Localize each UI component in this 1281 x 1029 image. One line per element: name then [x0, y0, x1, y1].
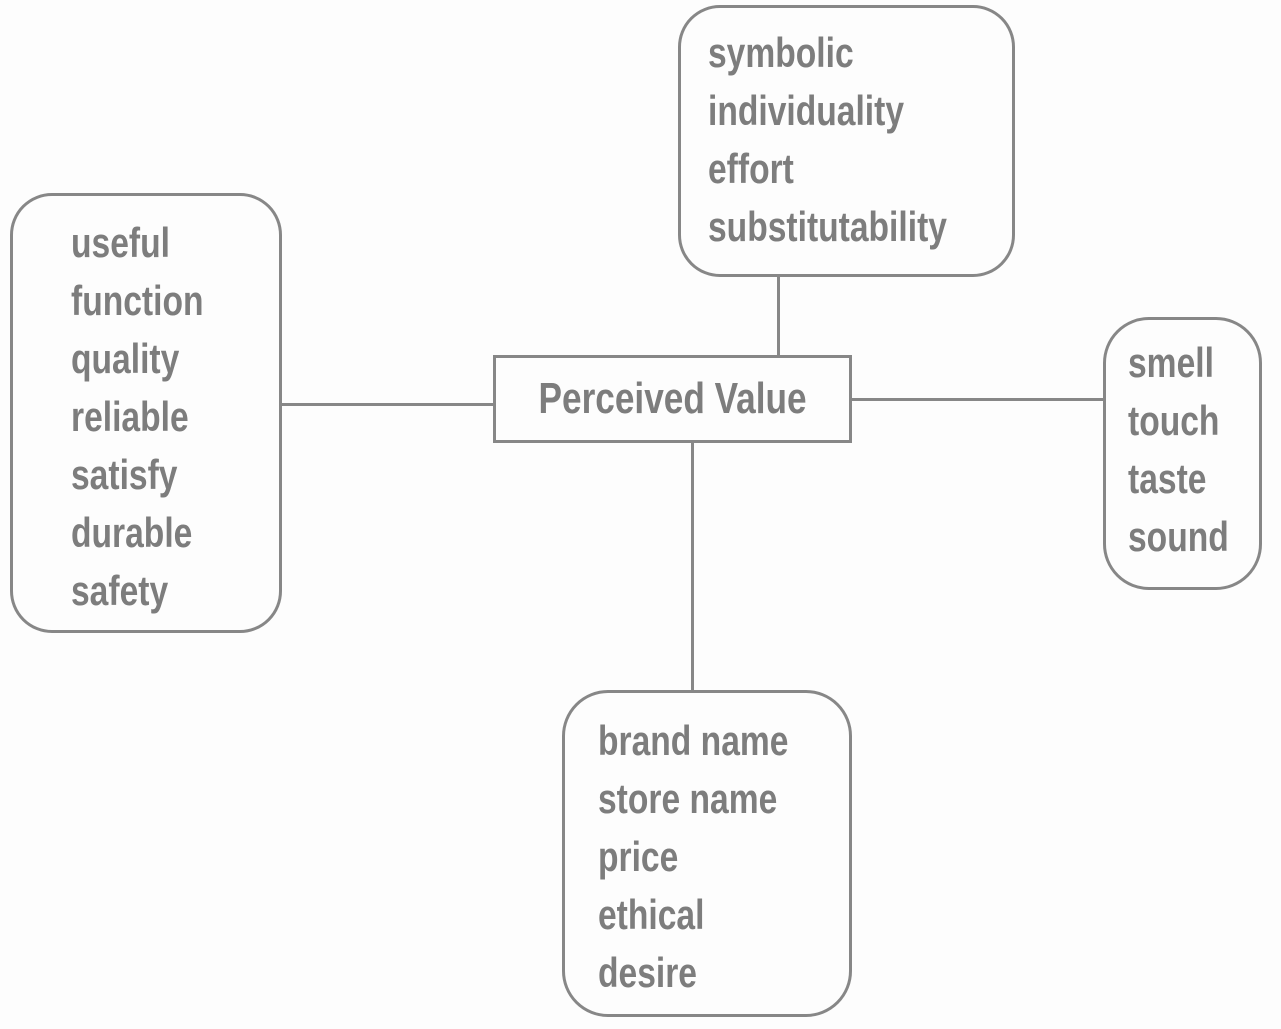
node-item: reliable [71, 393, 189, 440]
connector-top [777, 277, 780, 355]
node-item: durable [71, 509, 193, 556]
node-item: effort [708, 145, 794, 192]
node-item: substitutability [708, 203, 947, 250]
node-right-sensory: smell touch taste sound [1103, 317, 1262, 590]
node-item: function [71, 277, 204, 324]
node-item: quality [71, 335, 180, 382]
node-item: symbolic [708, 29, 854, 76]
node-bottom-brand: brand name store name price ethical desi… [562, 690, 852, 1017]
node-top-symbolic: symbolic individuality effort substituta… [678, 5, 1015, 277]
node-item: ethical [598, 891, 705, 938]
node-item: sound [1128, 513, 1229, 560]
node-item: safety [71, 567, 169, 614]
center-node-perceived-value: Perceived Value [493, 355, 852, 443]
connector-right [852, 398, 1103, 401]
node-item: smell [1128, 339, 1214, 386]
node-item: store name [598, 775, 778, 822]
node-left-functional: useful function quality reliable satisfy… [10, 193, 282, 633]
node-item: price [598, 833, 679, 880]
node-item: brand name [598, 717, 789, 764]
connector-left [282, 403, 493, 406]
center-node-label: Perceived Value [538, 374, 807, 423]
connector-bottom [691, 443, 694, 690]
node-item: individuality [708, 87, 905, 134]
node-item: touch [1128, 397, 1220, 444]
node-item: useful [71, 219, 170, 266]
node-item: satisfy [71, 451, 178, 498]
node-item: taste [1128, 455, 1207, 502]
node-item: desire [598, 949, 697, 996]
